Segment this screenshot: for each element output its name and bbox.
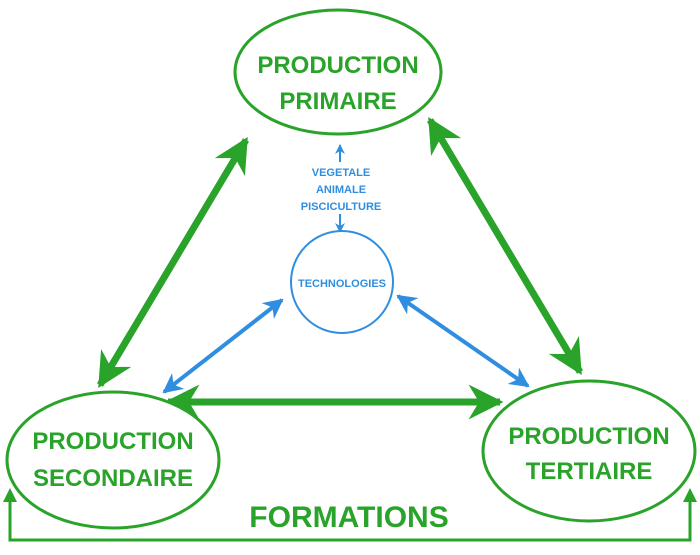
sector-label: VEGETALE bbox=[312, 167, 370, 179]
node-technologies: TECHNOLOGIES bbox=[290, 230, 394, 334]
node-production-tertiaire: PRODUCTION TERTIAIRE bbox=[481, 379, 697, 523]
node-primaire-line1: PRODUCTION bbox=[257, 52, 418, 79]
sector-label: PISCICULTURE bbox=[301, 201, 381, 213]
node-secondaire-line2: SECONDAIRE bbox=[33, 465, 193, 492]
node-secondaire-line1: PRODUCTION bbox=[32, 428, 193, 455]
formations-arrow-left bbox=[3, 488, 17, 502]
primary-sectors-list: VEGETALE ANIMALE PISCICULTURE bbox=[300, 162, 382, 214]
node-production-primaire: PRODUCTION PRIMAIRE bbox=[233, 8, 443, 136]
formations-bracket bbox=[8, 493, 692, 542]
arrow-primaire-tertiaire bbox=[426, 116, 584, 376]
node-production-secondaire: PRODUCTION SECONDAIRE bbox=[5, 390, 221, 530]
arrow-technologies-secondaire bbox=[162, 298, 284, 394]
arrow-technologies-tertiaire bbox=[396, 294, 530, 388]
node-primaire-line2: PRIMAIRE bbox=[279, 88, 396, 115]
formations-label: FORMATIONS bbox=[249, 501, 448, 534]
node-technologies-label: TECHNOLOGIES bbox=[298, 278, 386, 290]
node-tertiaire-line1: PRODUCTION bbox=[508, 423, 669, 450]
sector-label: ANIMALE bbox=[316, 184, 366, 196]
arrow-primaire-secondaire bbox=[96, 136, 250, 389]
formations-arrow-right bbox=[683, 488, 697, 502]
node-tertiaire-line2: TERTIAIRE bbox=[526, 458, 653, 485]
